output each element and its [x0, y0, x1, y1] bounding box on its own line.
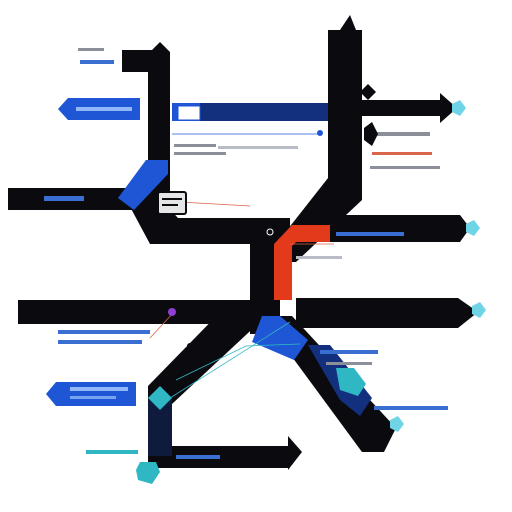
- connector-lines: [149, 133, 334, 399]
- label-bottom-left: [86, 450, 138, 454]
- teal-blob-icon[interactable]: [336, 368, 366, 396]
- label-bottom-center: [176, 455, 220, 459]
- diamond-node-icon[interactable]: [360, 84, 376, 100]
- track-diagonal-lower-left: [148, 300, 262, 404]
- label-mid-left-2: [174, 152, 226, 155]
- label-center-lower-1: [320, 350, 378, 354]
- card-node-icon-lines-2: [162, 204, 178, 206]
- hex-node-icon-teal[interactable]: [136, 462, 160, 484]
- card-node-icon-lines: [162, 198, 182, 200]
- connector-mid-left: [149, 311, 175, 339]
- label-mid-left-3: [218, 146, 298, 149]
- connector-center-left: [179, 201, 251, 207]
- label-center-right-2: [296, 256, 342, 259]
- label-right-2: [372, 152, 432, 155]
- dot-icon-top[interactable]: [317, 130, 323, 136]
- label-mid-left-row-2: [58, 340, 142, 344]
- track-top-right-vertical: [328, 15, 362, 185]
- small-dot-icon[interactable]: [187, 343, 193, 349]
- gem-icon[interactable]: [452, 100, 466, 116]
- gem-icon-2[interactable]: [466, 220, 480, 236]
- label-bottom-right: [374, 406, 448, 410]
- tag-left-lower[interactable]: [46, 382, 136, 406]
- card-node-icon[interactable]: [157, 191, 187, 215]
- blue-diagonal-left: [118, 160, 168, 210]
- label-mid-left-1: [174, 144, 216, 147]
- blue-diagonal-center: [252, 316, 308, 360]
- label-left-band-1: [44, 196, 84, 201]
- label-box-top: [177, 105, 201, 121]
- label-center-lower-2: [326, 362, 372, 365]
- tag-left-lower-text-1: [70, 387, 128, 391]
- diamond-node-icon-teal[interactable]: [148, 386, 172, 410]
- track-right-arm-2: [320, 215, 470, 242]
- track-right-arm-1: [356, 93, 457, 123]
- label-blocks: [44, 48, 448, 459]
- label-center-right-1: [336, 232, 404, 236]
- left-tags: [46, 98, 140, 406]
- label-top-left-2: [80, 60, 114, 64]
- gem-icon-4[interactable]: [390, 416, 404, 432]
- track-right-arm-3: [296, 298, 478, 328]
- connector-teal-1: [169, 321, 291, 399]
- tag-left-lower-text-2: [70, 396, 116, 399]
- label-mid-left-row-1: [58, 330, 150, 334]
- track-mid-long: [18, 300, 250, 324]
- purple-dot-icon[interactable]: [168, 308, 176, 316]
- label-top-left-1: [78, 48, 104, 51]
- red-turn: [274, 225, 330, 300]
- tag-left-upper-text: [76, 107, 132, 111]
- label-right-3: [370, 166, 440, 169]
- gem-icon-3[interactable]: [472, 302, 486, 318]
- track-bottom-horizontal: [148, 436, 302, 470]
- connector-teal-2: [175, 343, 301, 381]
- chevron-left-icon[interactable]: [364, 122, 378, 146]
- label-right-1: [368, 132, 430, 136]
- navy-bar-top: [172, 103, 328, 121]
- nodes: [136, 84, 486, 484]
- hub-dot-icon[interactable]: [266, 228, 274, 236]
